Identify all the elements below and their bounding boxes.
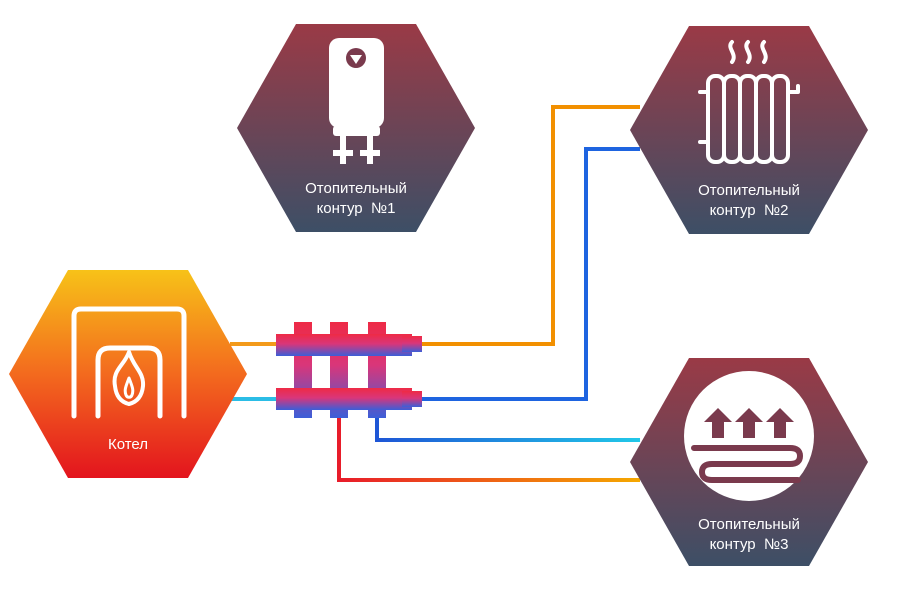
boiler-node xyxy=(9,270,247,478)
circuit2-return-pipe xyxy=(420,147,640,401)
boiler-label: Котел xyxy=(108,436,148,453)
pipes xyxy=(230,105,640,482)
circuit-1-node xyxy=(237,24,475,232)
boiler-icon xyxy=(71,306,187,419)
radiator-icon xyxy=(698,40,800,164)
underfloor-heating-icon xyxy=(684,371,814,501)
circuit-1-label-line1: Отопительный xyxy=(305,180,407,197)
circuit-2-label-line1: Отопительный xyxy=(698,182,800,199)
water-heater-icon xyxy=(329,38,384,164)
circuit-2-label-line2: контур №2 xyxy=(710,202,789,219)
circuit-3-label-line1: Отопительный xyxy=(698,516,800,533)
circuit-3-node xyxy=(630,358,868,566)
circuit3-supply-pipe xyxy=(337,418,640,482)
circuit2-supply-pipe xyxy=(420,105,640,346)
hydraulic-manifold xyxy=(276,322,422,418)
circuit3-return-pipe xyxy=(375,418,640,442)
circuit-1-label-line2: контур №1 xyxy=(317,200,396,217)
circuit-3-label-line2: контур №3 xyxy=(710,536,789,553)
circuit-2-node xyxy=(630,26,868,234)
